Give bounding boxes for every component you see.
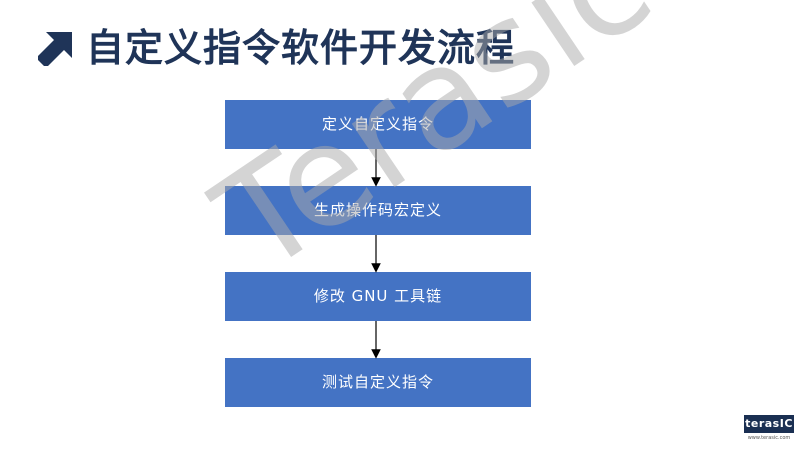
arrow-up-right-icon	[38, 32, 72, 66]
flowchart: 定义自定义指令 生成操作码宏定义 修改 GNU 工具链 测试自定义指令	[225, 100, 531, 410]
terasic-logo: terasIC www.terasic.com	[744, 415, 794, 443]
flow-step-modify-gnu-toolchain: 修改 GNU 工具链	[225, 272, 531, 321]
logo-url: www.terasic.com	[747, 435, 791, 441]
logo-mark: terasIC	[744, 415, 794, 433]
flow-step-generate-opcode-macro: 生成操作码宏定义	[225, 186, 531, 235]
page-title: 自定义指令软件开发流程	[86, 26, 516, 70]
flow-step-define-instruction: 定义自定义指令	[225, 100, 531, 149]
flow-step-test-instruction: 测试自定义指令	[225, 358, 531, 407]
